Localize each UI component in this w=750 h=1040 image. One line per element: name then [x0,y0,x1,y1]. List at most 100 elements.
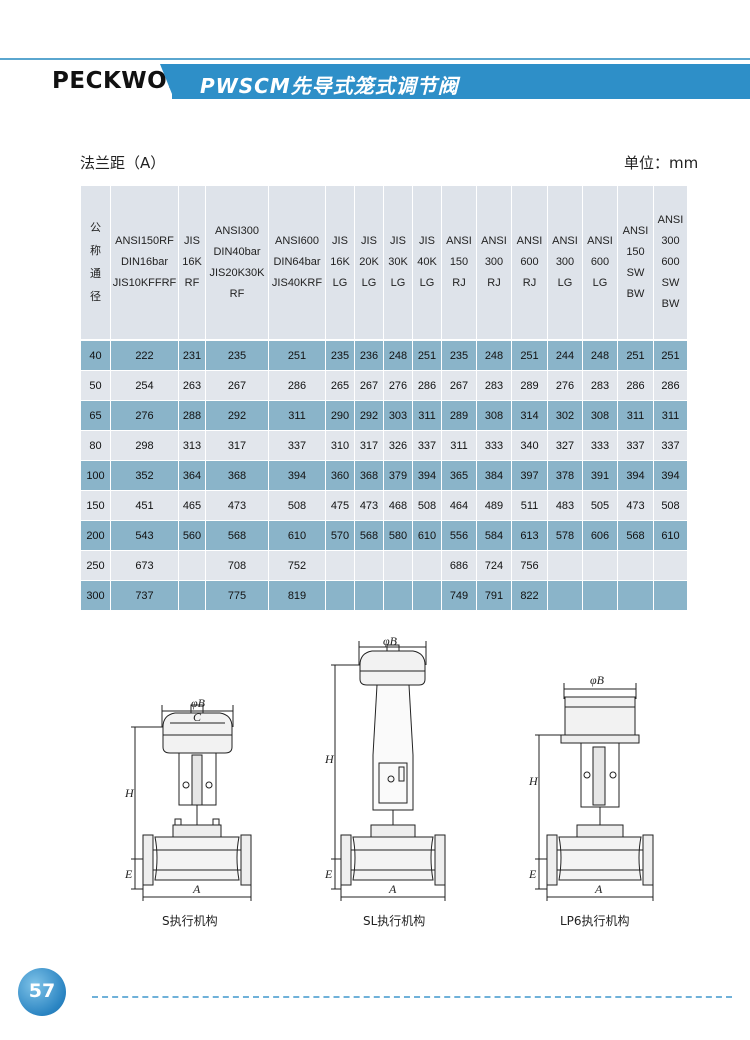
table-cell: 317 [354,430,384,461]
table-cell: 483 [547,490,583,521]
page-number-circle [18,968,66,1016]
header-line: ANSI150RF [115,235,174,247]
table-cell: 254 [110,370,179,401]
table-cell: 686 [441,550,477,581]
header-line: ANSI300 [214,224,260,237]
header-line: 150 [449,256,469,268]
table-cell: 352 [110,460,179,491]
dim-a-label: A [192,882,201,896]
header-line: DIN40bar [213,245,261,258]
table-cell: 303 [383,400,413,431]
dim-a-label: A [388,882,397,896]
table-cell: 292 [205,400,269,431]
table-cell: 311 [617,400,654,431]
header-line: DIN64bar [273,256,321,268]
table-cell: 368 [354,460,384,491]
table-cell [582,580,618,611]
nominal-diameter-cell: 65 [80,400,111,431]
table-cell: 231 [178,339,206,371]
header-line: ANSI [622,224,649,237]
table-cell: 288 [178,400,206,431]
header-rule [0,58,750,60]
table-cell: 505 [582,490,618,521]
s-actuator-drawing: φB C H E A [124,696,252,901]
table-cell: 251 [511,339,548,371]
table-cell: 394 [653,460,688,491]
table-cell: 308 [582,400,618,431]
nominal-diameter-cell: 40 [80,339,111,371]
header-line: 30K [388,256,408,268]
header-line: LG [332,277,348,289]
header-line: JIS20K30K [209,266,265,279]
caption-sl-actuator: SL执行机构 [363,914,426,928]
table-cell: 265 [325,370,355,401]
page-number-badge: 57 [18,968,66,1016]
table-cell: 276 [547,370,583,401]
table-cell: 378 [547,460,583,491]
dim-b-label: φB [191,696,206,710]
table-cell: 584 [476,520,512,551]
table-cell: 248 [582,339,618,371]
header-line: 40K [417,256,437,268]
header-line: ANSI [657,214,684,226]
table-cell: 267 [354,370,384,401]
table-cell: 276 [383,370,413,401]
header-line: 600 [661,256,680,268]
page-number: 57 [28,980,56,1002]
table-cell [383,580,413,611]
lp6-actuator-drawing: φB H E A [528,673,654,901]
table-cell: 465 [178,490,206,521]
table-cell [178,550,206,581]
table-cell: 333 [476,430,512,461]
dim-b-label: φB [590,673,605,687]
table-cell: 368 [205,460,269,491]
header-line: 径 [90,290,101,303]
dim-b-label: φB [383,635,398,648]
table-cell: 475 [325,490,355,521]
nominal-diameter-cell: 150 [80,490,111,521]
table-cell: 610 [268,520,326,551]
footer-dashed-rule [92,996,732,998]
header-line: JIS [361,235,377,247]
caption-s-actuator: S执行机构 [162,914,218,928]
table-cell: 791 [476,580,512,611]
table-cell [617,580,654,611]
header-line: RF [229,287,245,300]
page-title: PWSCM先导式笼式调节阀 [200,74,459,98]
table-cell: 327 [547,430,583,461]
header-line: LG [361,277,377,289]
section-label: 法兰距（A） [80,154,166,172]
table-cell: 473 [205,490,269,521]
table-cell: 302 [547,400,583,431]
table-cell: 317 [205,430,269,461]
table-cell: 292 [354,400,384,431]
table-cell: 267 [441,370,477,401]
table-cell: 360 [325,460,355,491]
table-cell: 464 [441,490,477,521]
table-cell: 289 [441,400,477,431]
table-cell: 340 [511,430,548,461]
caption-lp6-actuator: LP6执行机构 [560,914,630,928]
table-cell: 337 [653,430,688,461]
table-cell: 613 [511,520,548,551]
table-cell: 313 [178,430,206,461]
table-cell [354,580,384,611]
header-line: JIS40KRF [271,277,323,289]
table-cell: 235 [325,339,355,371]
dim-h-label: H [124,786,135,800]
header-line: BW [661,298,680,310]
table-cell: 337 [268,430,326,461]
header-line: 300 [661,235,680,247]
header-line: DIN16bar [120,256,169,268]
table-cell: 379 [383,460,413,491]
header-line: 20K [359,256,379,268]
table-cell: 737 [110,580,179,611]
table-cell: 251 [617,339,654,371]
